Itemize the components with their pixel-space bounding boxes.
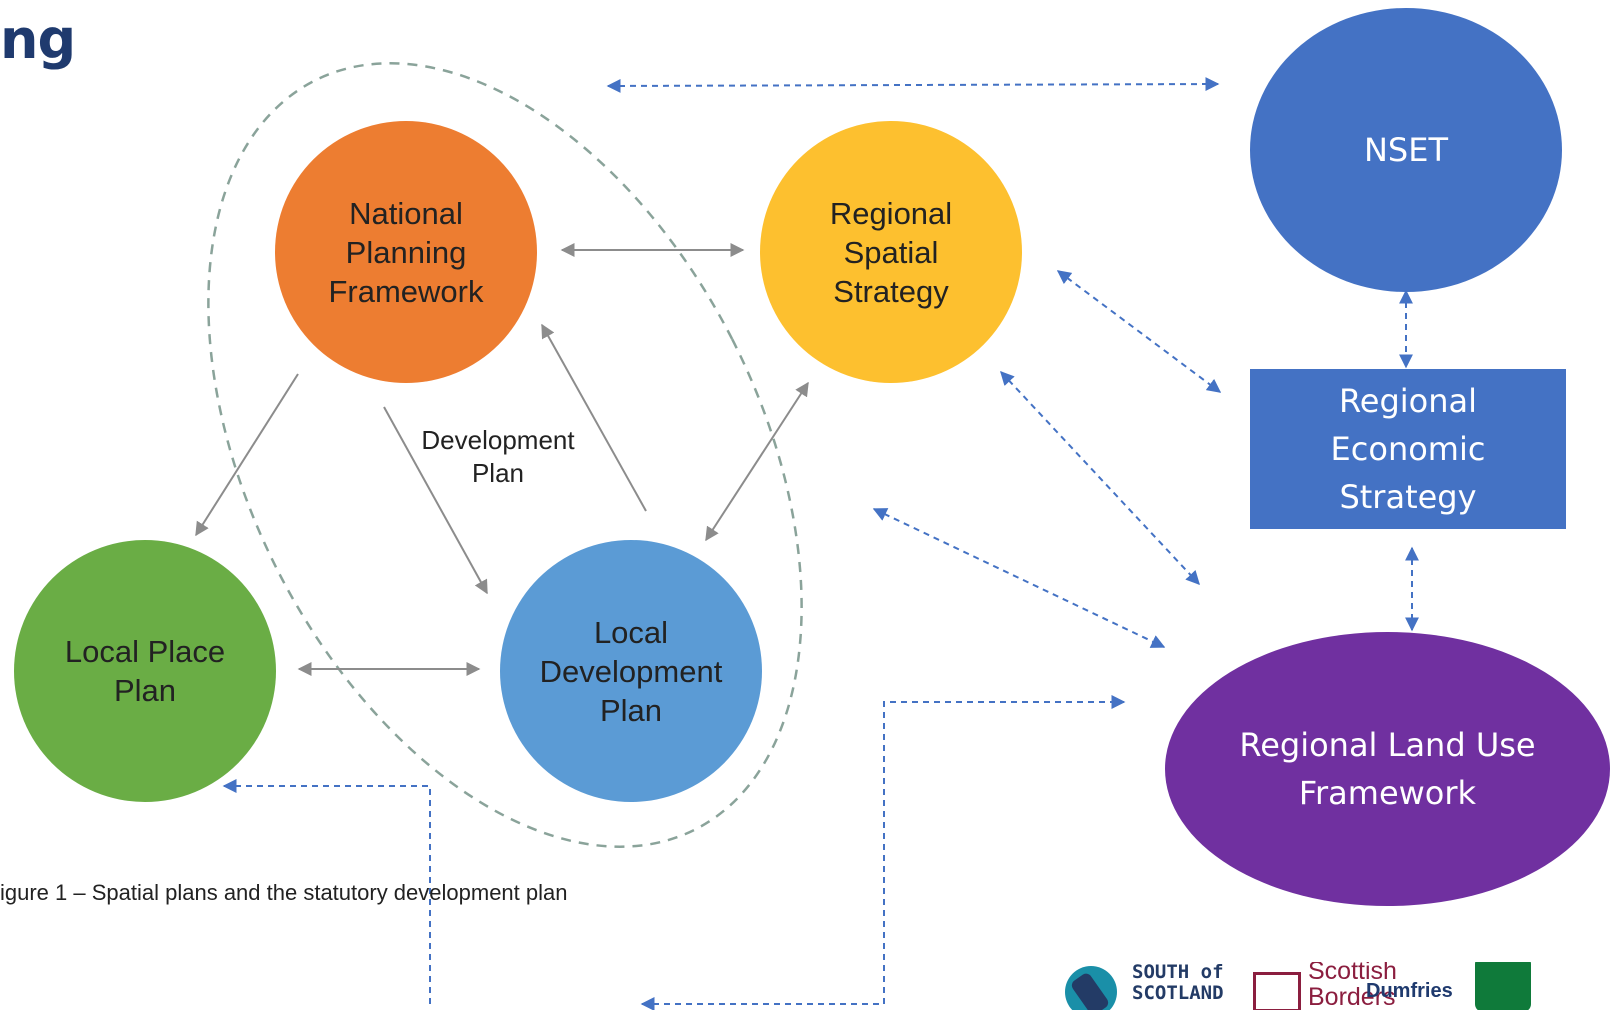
development-plan-group-outline [207, 62, 803, 848]
dumfries-galloway-icon [1475, 962, 1531, 1010]
scottish-borders-icon [1253, 972, 1301, 1010]
arrow-npf-lpp [195, 373, 299, 537]
development-plan-group-label: Development Plan [421, 425, 575, 488]
regional-land-use-framework-label: Regional Land Use Framework [1239, 726, 1536, 812]
local-place-plan-label: Local Place Plan [64, 634, 226, 708]
regional-spatial-strategy-label: Regional Spatial Strategy [829, 195, 953, 309]
local-development-plan-label: Local Development Plan [539, 614, 723, 728]
dumfries-logo-text: Dumfries [1366, 980, 1453, 1002]
nset-label: NSET [1363, 131, 1448, 169]
arrow-mid-rluf [872, 508, 1166, 648]
south-of-scotland-icon [1065, 966, 1117, 1010]
regional-economic-strategy-node: Regional Economic Strategy [1250, 369, 1566, 529]
page-heading-fragment: ng [0, 8, 76, 71]
regional-spatial-strategy-node: Regional Spatial Strategy [760, 121, 1022, 383]
nset-node: NSET [1250, 8, 1562, 292]
national-planning-framework-label: National Planning Framework [328, 195, 484, 309]
national-planning-framework-node: National Planning Framework [275, 121, 537, 383]
south-of-scotland-logo-text: SOUTH of SCOTLAND [1132, 962, 1224, 1004]
arrow-ldp-npf [541, 323, 647, 512]
regional-economic-strategy-label: Regional Economic Strategy [1330, 382, 1486, 516]
local-place-plan-node: Local Place Plan [14, 540, 276, 802]
arrow-rss-res [1056, 270, 1222, 393]
arrow-npf-ldp [383, 406, 488, 595]
arrow-top-nset [606, 77, 1220, 93]
arrow-bottom-rluf [640, 695, 1126, 1010]
arrow-lpp-bottom-loop [222, 779, 431, 1004]
local-development-plan-node: Local Development Plan [500, 540, 762, 802]
figure-caption: igure 1 – Spatial plans and the statutor… [0, 880, 568, 905]
regional-land-use-framework-node: Regional Land Use Framework [1165, 632, 1610, 906]
scottish-borders-logo-text: Scottish Borders [1308, 962, 1397, 1010]
arrow-rss-rluf [1000, 370, 1200, 586]
partner-logos: SOUTH of SCOTLAND Scottish Borders Dumfr… [1065, 962, 1610, 1010]
arrow-rss-ldp [705, 381, 809, 542]
